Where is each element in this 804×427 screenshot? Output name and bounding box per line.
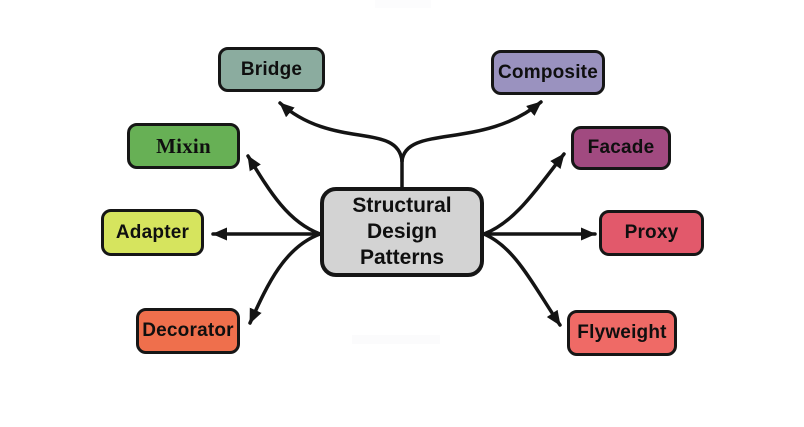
node-proxy: Proxy	[599, 210, 704, 256]
arrow-center-to-decorator	[248, 232, 322, 325]
node-composite: Composite	[491, 50, 605, 95]
arrow-center-to-flyweight	[482, 232, 562, 327]
arrow-center-to-facade	[482, 152, 566, 236]
node-facade: Facade	[571, 126, 671, 170]
node-flyweight: Flyweight	[567, 310, 677, 356]
node-adapter: Adapter	[101, 209, 204, 256]
arrow-center-to-composite	[400, 100, 543, 163]
edge-group	[211, 100, 597, 327]
node-bridge: Bridge	[218, 47, 325, 92]
arrow-center-to-mixin	[246, 154, 322, 236]
arrow-center-to-bridge	[278, 101, 404, 163]
node-structural-design-patterns: Structural Design Patterns	[320, 187, 484, 277]
node-decorator: Decorator	[136, 308, 240, 354]
node-mixin: Mixin	[127, 123, 240, 169]
